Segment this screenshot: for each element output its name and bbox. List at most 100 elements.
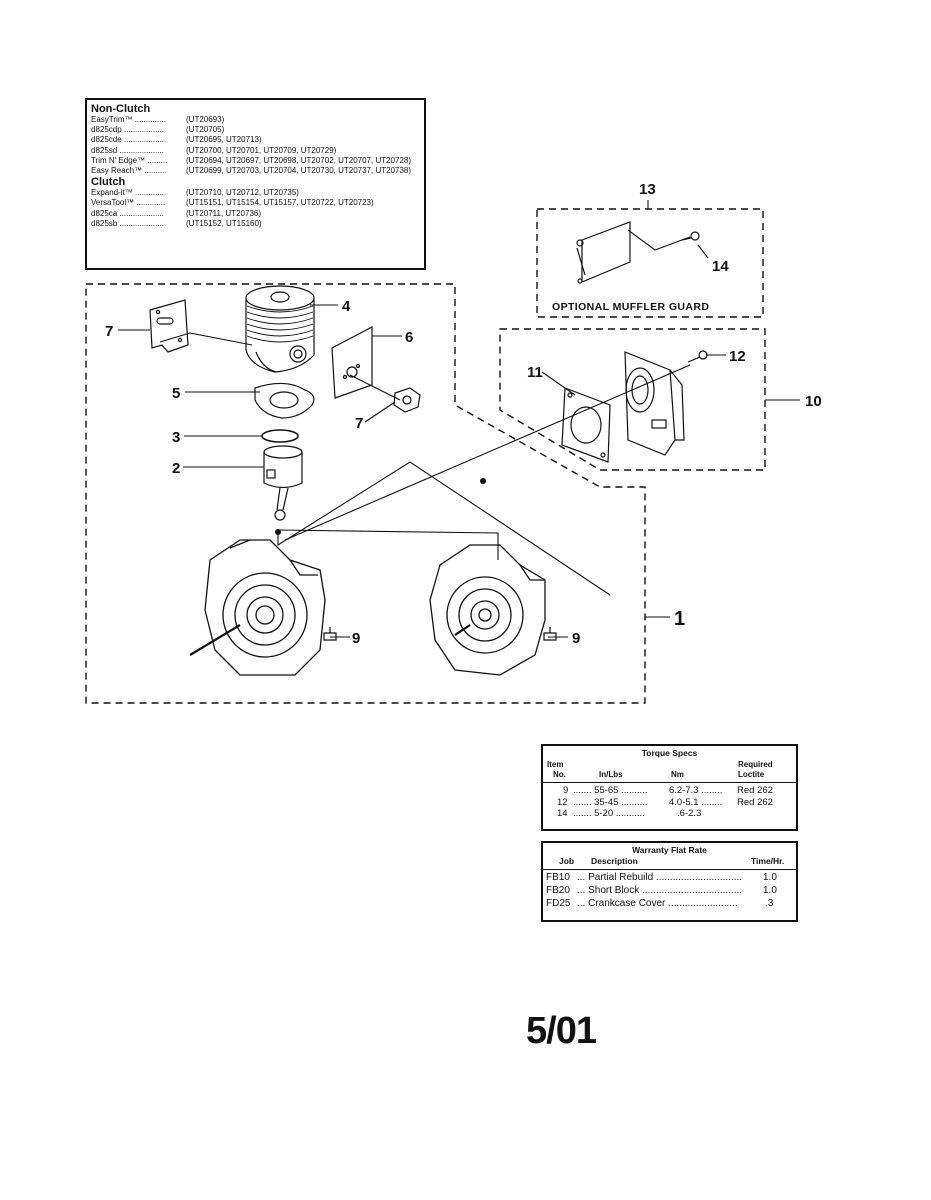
warranty-desc: ... Crankcase Cover ....................… xyxy=(577,898,738,909)
header-required: Required xyxy=(738,760,773,769)
date-code: 5/01 xyxy=(526,1010,597,1052)
torque-specs-table: Torque Specs Item No. In/Lbs Nm Required… xyxy=(541,744,798,831)
callout-3: 3 xyxy=(172,429,180,446)
warranty-row: FB10 ... Partial Rebuild ...............… xyxy=(543,872,796,885)
model-row: d825ca .................... (UT20711, UT2… xyxy=(91,209,420,219)
model-codes: (UT20693) xyxy=(186,115,225,124)
model-codes: (UT20699, UT20703, UT20704, UT20730, UT2… xyxy=(186,166,412,176)
junction-dot xyxy=(480,478,486,484)
torque-nm: 4.0-5.1 ........ xyxy=(669,796,723,808)
torque-loctite: Red 262 xyxy=(737,796,773,808)
muffler-guard-box xyxy=(536,208,764,318)
torque-nm: .6-2.3 xyxy=(677,808,702,819)
torque-item: 14 xyxy=(557,808,568,819)
callout-9-left: 9 xyxy=(352,630,360,647)
warranty-time: 1.0 xyxy=(763,885,777,896)
callout-10: 10 xyxy=(805,393,822,410)
muffler-gasket-part-11 xyxy=(561,387,611,463)
torque-title: Torque Specs xyxy=(641,748,698,758)
model-codes: (UT20710, UT20712, UT20735) xyxy=(186,188,299,198)
torque-row: 12 ....... 35-45 .......... 4.0-5.1 ....… xyxy=(543,797,796,809)
cylinder-part-4 xyxy=(245,285,315,373)
callout-11: 11 xyxy=(527,364,543,381)
model-codes: (UT15152, UT15160) xyxy=(186,218,262,228)
torque-row: 14 ....... 5-20 ........... .6-2.3 xyxy=(543,808,796,820)
model-row: d825cde ..................(UT20695, UT20… xyxy=(91,135,420,145)
callout-6: 6 xyxy=(405,329,413,346)
clutch-heading: Clutch xyxy=(91,176,126,189)
screw-part-14 xyxy=(681,231,700,241)
warranty-time: 1.0 xyxy=(763,872,777,883)
model-name: Expand-it™ ............. xyxy=(91,188,164,198)
crankcase-left xyxy=(189,539,326,676)
small-gasket-part-7 xyxy=(393,387,421,413)
model-row: Easy Reach™ ......... (UT20699, UT20703, … xyxy=(91,166,420,176)
heat-shield-part-6 xyxy=(331,326,373,399)
callout-8: 7 xyxy=(105,323,113,340)
callout-1: 1 xyxy=(674,608,685,630)
piston-part-2 xyxy=(263,445,303,521)
torque-loctite: Red 262 xyxy=(737,785,773,796)
muffler-box xyxy=(499,328,766,471)
torque-item: 12 xyxy=(557,796,568,808)
warranty-time: .3 xyxy=(765,898,774,909)
header-time: Time/Hr. xyxy=(751,856,785,866)
muffler-guard-part-13 xyxy=(576,221,631,284)
model-codes: (UT20695, UT20713) xyxy=(186,135,262,145)
callout-7: 7 xyxy=(355,415,363,432)
warranty-desc: ... Short Block ........................… xyxy=(577,885,743,896)
warranty-row: FD25 ... Crankcase Cover ...............… xyxy=(543,898,796,911)
non-clutch-heading: Non-Clutch xyxy=(91,103,151,115)
model-name: d825sd .................... xyxy=(91,145,164,155)
model-row: Expand-it™ ............. (UT20710, UT2071… xyxy=(91,188,420,198)
screw-part-9-left xyxy=(323,627,337,641)
model-row: d825sd .................... (UT20700, UT2… xyxy=(91,146,420,156)
callout-12: 12 xyxy=(729,348,746,365)
header-inlbs: In/Lbs xyxy=(599,770,623,779)
callout-9-right: 9 xyxy=(572,630,580,647)
crankcase-right xyxy=(429,544,546,676)
model-codes: (UT20694, UT20697, UT20698, UT20702, UT2… xyxy=(186,155,412,165)
assembly-boundary xyxy=(85,283,646,704)
model-row: EasyTrim™ ..............(UT20693) xyxy=(91,115,420,125)
model-name: d825ca .................... xyxy=(91,208,164,218)
torque-nm: 6.2-7.3 ........ xyxy=(669,785,723,796)
callout-13: 13 xyxy=(639,181,656,198)
torque-inlbs: ....... 5-20 ........... xyxy=(573,808,645,819)
model-row: d825cdp .................. (UT20705) xyxy=(91,125,420,135)
model-row: VersaTool™ ............. (UT15151, UT1515… xyxy=(91,198,420,208)
header-nm: Nm xyxy=(671,770,684,779)
warranty-flat-rate-table: Warranty Flat Rate Job Description Time/… xyxy=(541,841,798,922)
warranty-header: Job Description Time/Hr. xyxy=(543,855,796,870)
warranty-row: FB20 ... Short Block ...................… xyxy=(543,885,796,898)
model-row: Trim N' Edge™ ......... (UT20694, UT20697… xyxy=(91,156,420,166)
model-list-box: Non-Clutch EasyTrim™ ..............(UT20… xyxy=(85,98,426,270)
torque-item: 9 xyxy=(563,785,569,796)
screw-part-12 xyxy=(687,350,708,363)
model-name: Trim N' Edge™ ......... xyxy=(91,155,168,165)
model-name: VersaTool™ ............. xyxy=(91,198,166,208)
model-name: d825cdp .................. xyxy=(91,125,164,135)
warranty-job: FB10 xyxy=(546,872,570,883)
model-codes: (UT15151, UT15154, UT15157, UT20722, UT2… xyxy=(186,198,374,208)
torque-inlbs: ....... 35-45 .......... xyxy=(573,796,648,808)
header-loctite: Loctite xyxy=(738,770,765,779)
torque-header: Item No. In/Lbs Nm Required Loctite xyxy=(543,758,796,783)
model-codes: (UT20700, UT20701, UT20709, UT20729) xyxy=(186,145,337,155)
callout-4: 4 xyxy=(342,298,351,315)
header-item: Item xyxy=(547,760,564,769)
piston-ring-part-3 xyxy=(261,429,299,443)
warranty-job: FD25 xyxy=(546,898,571,909)
model-codes: (UT20711, UT20736) xyxy=(186,208,261,218)
junction-dot xyxy=(275,529,281,535)
screw-part-9-right xyxy=(543,627,557,641)
torque-row: 9 ....... 55-65 .......... 6.2-7.3 .....… xyxy=(543,785,796,797)
assembly-lines xyxy=(159,229,691,596)
leader-lines xyxy=(118,200,800,638)
model-name: Easy Reach™ ......... xyxy=(91,166,165,176)
warranty-desc: ... Partial Rebuild ....................… xyxy=(577,872,743,883)
torque-inlbs: ....... 55-65 .......... xyxy=(573,785,648,796)
warranty-job: FB20 xyxy=(546,885,570,896)
model-codes: (UT20705) xyxy=(186,125,225,135)
